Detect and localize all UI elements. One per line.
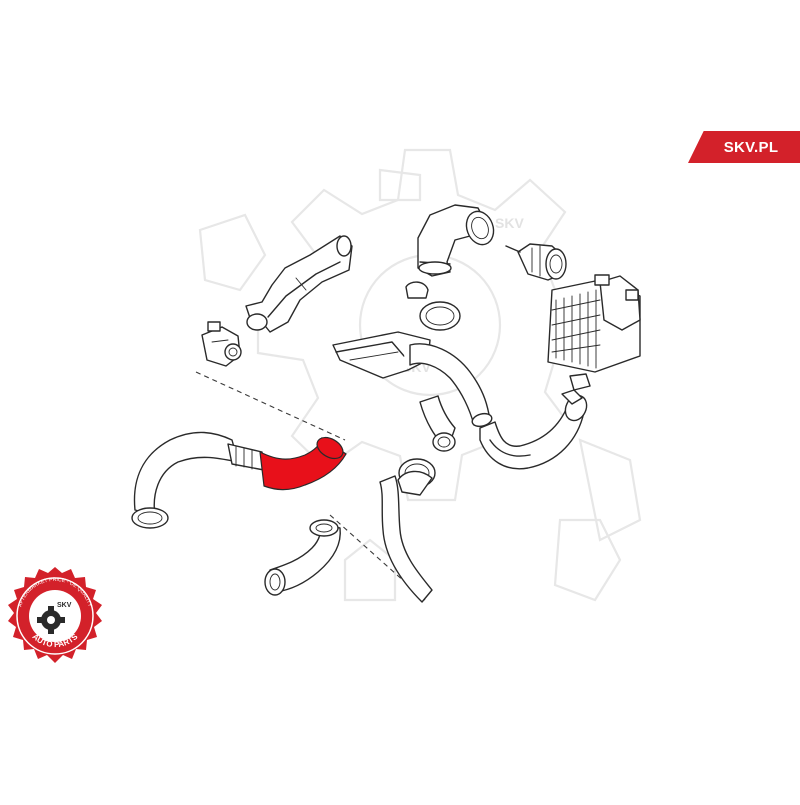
watermark-text: SKV: [495, 215, 524, 231]
charge-air-hose-right: [409, 343, 493, 428]
intercooler-hose-lower: [479, 389, 588, 470]
gear-icon: [37, 606, 65, 634]
charge-air-hose-short: [264, 519, 341, 596]
highlighted-hose-flange: [316, 436, 344, 460]
charge-air-hose-long: [379, 458, 436, 603]
mass-air-flow-sensor: [505, 243, 567, 281]
brand-tab: SKV.PL: [688, 131, 800, 163]
seal-center-text: SKV: [57, 602, 72, 609]
charge-air-hose-small: [419, 395, 456, 452]
intake-pipe-bracket: [245, 235, 353, 333]
charge-air-hose-highlighted: [131, 431, 347, 529]
leader-line-1: [195, 371, 346, 441]
throttle-body: [201, 321, 242, 367]
turbo-inlet-hose-upper: [405, 204, 495, 331]
brand-label: SKV.PL: [723, 138, 779, 156]
leader-line-2: [329, 514, 426, 601]
intercooler: [547, 274, 641, 391]
skv-seal-logo: SKV AFTERMARKET PRICE - OE QUALITY AUTO …: [8, 567, 102, 663]
